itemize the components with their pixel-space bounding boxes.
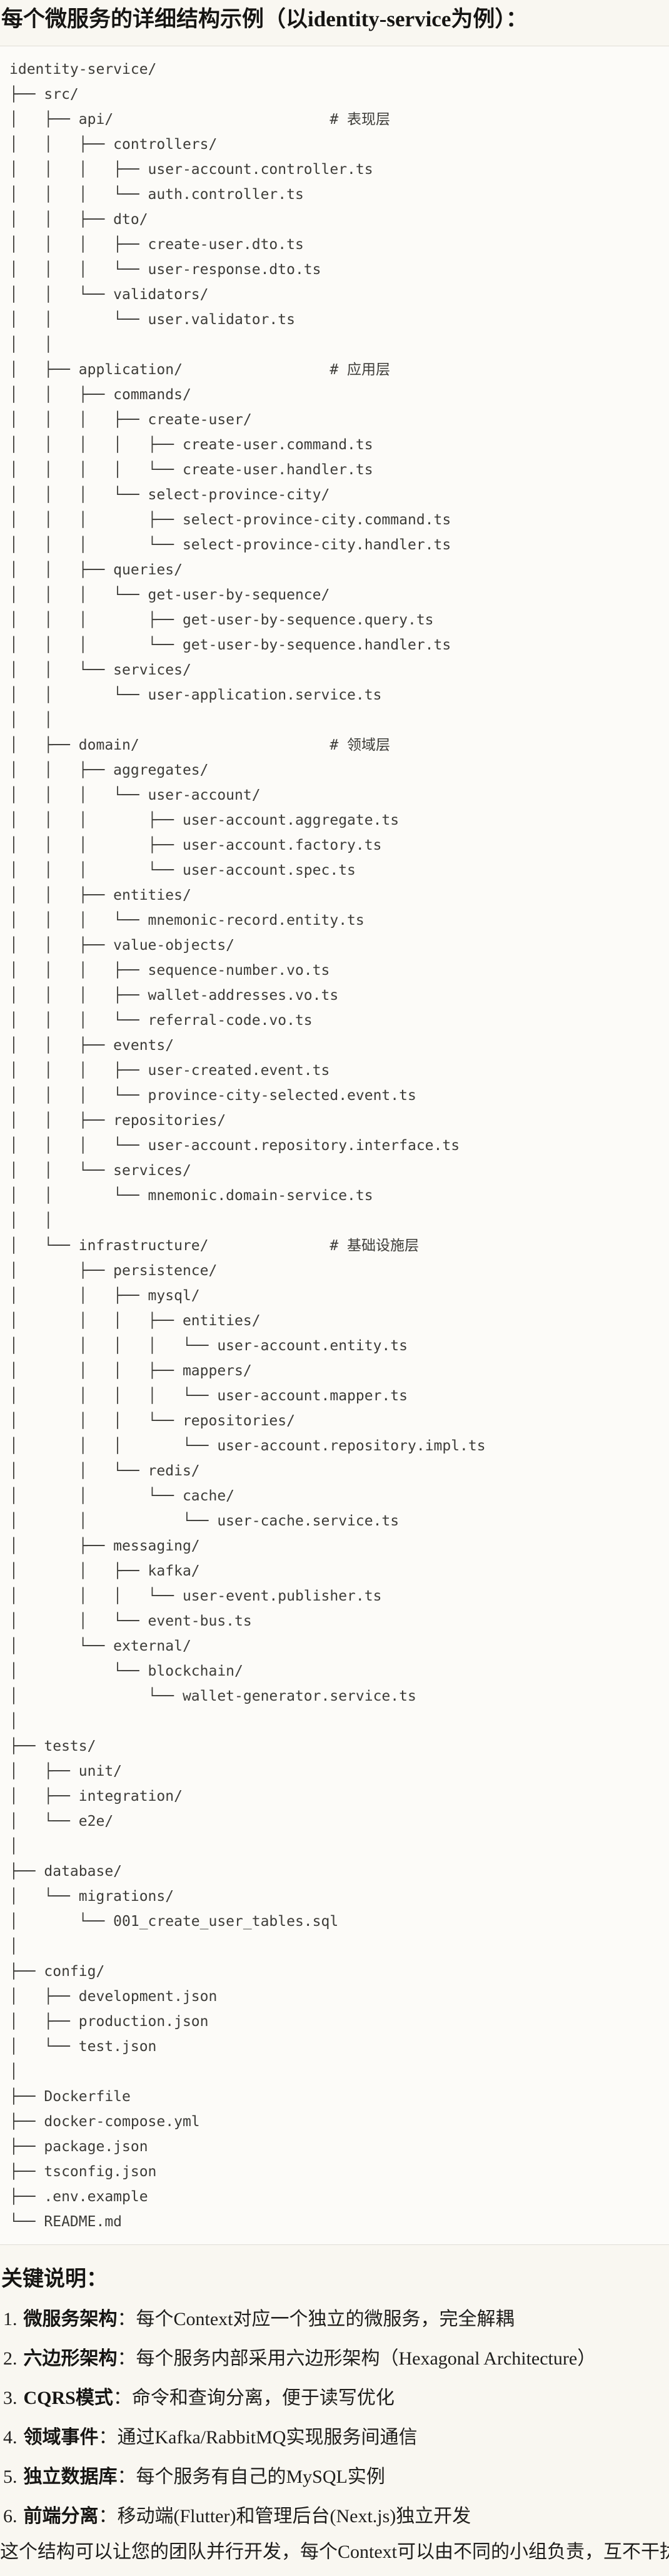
page-title: 每个微服务的详细结构示例（以identity-service为例）： xyxy=(1,7,528,31)
note-term: CQRS模式 xyxy=(23,2388,113,2408)
note-number: 3. xyxy=(3,2388,18,2408)
note-description: 每个Context对应一个独立的微服务，完全解耦 xyxy=(136,2309,515,2329)
note-separator: ： xyxy=(98,2506,118,2527)
note-separator: ： xyxy=(98,2427,118,2448)
notes-list: 1.微服务架构：每个Context对应一个独立的微服务，完全解耦 2.六边形架构… xyxy=(0,2299,669,2536)
note-description: 每个服务内部采用六边形架构（Hexagonal Architecture） xyxy=(136,2348,596,2369)
note-separator: ： xyxy=(113,2388,132,2408)
note-description: 移动端(Flutter)和管理后台(Next.js)独立开发 xyxy=(117,2506,471,2527)
note-description: 命令和查询分离，便于读写优化 xyxy=(131,2388,395,2408)
note-separator: ： xyxy=(117,2467,136,2487)
directory-tree: identity-service/ ├── src/ │ ├── api/ # … xyxy=(9,61,486,2230)
note-description: 通过Kafka/RabbitMQ实现服务间通信 xyxy=(117,2427,418,2448)
note-term: 前端分离 xyxy=(23,2506,99,2527)
note-description: 每个服务有自己的MySQL实例 xyxy=(136,2467,385,2487)
notes-heading: 关键说明： xyxy=(1,2268,108,2291)
note-number: 1. xyxy=(3,2309,18,2329)
note-item-hexagonal: 2.六边形架构：每个服务内部采用六边形架构（Hexagonal Architec… xyxy=(0,2339,669,2378)
note-term: 独立数据库 xyxy=(23,2467,118,2487)
note-number: 2. xyxy=(3,2348,18,2369)
note-separator: ： xyxy=(117,2348,136,2369)
note-term: 领域事件 xyxy=(23,2427,99,2448)
note-term: 微服务架构 xyxy=(23,2309,118,2329)
code-block: identity-service/ ├── src/ │ ├── api/ # … xyxy=(0,46,669,2245)
closing-paragraph: 这个结构可以让您的团队并行开发，每个Context可以由不同的小组负责，互不干扰… xyxy=(0,2542,669,2562)
note-item-cqrs: 3.CQRS模式：命令和查询分离，便于读写优化 xyxy=(0,2378,669,2418)
note-number: 4. xyxy=(3,2427,18,2448)
note-separator: ： xyxy=(117,2309,136,2329)
note-item-domain-events: 4.领域事件：通过Kafka/RabbitMQ实现服务间通信 xyxy=(0,2418,669,2457)
note-item-database: 5.独立数据库：每个服务有自己的MySQL实例 xyxy=(0,2457,669,2497)
note-number: 5. xyxy=(3,2467,18,2487)
note-term: 六边形架构 xyxy=(23,2348,118,2369)
note-item-microservice: 1.微服务架构：每个Context对应一个独立的微服务，完全解耦 xyxy=(0,2299,669,2339)
note-item-frontend: 6.前端分离：移动端(Flutter)和管理后台(Next.js)独立开发 xyxy=(0,2497,669,2536)
note-number: 6. xyxy=(3,2506,18,2527)
